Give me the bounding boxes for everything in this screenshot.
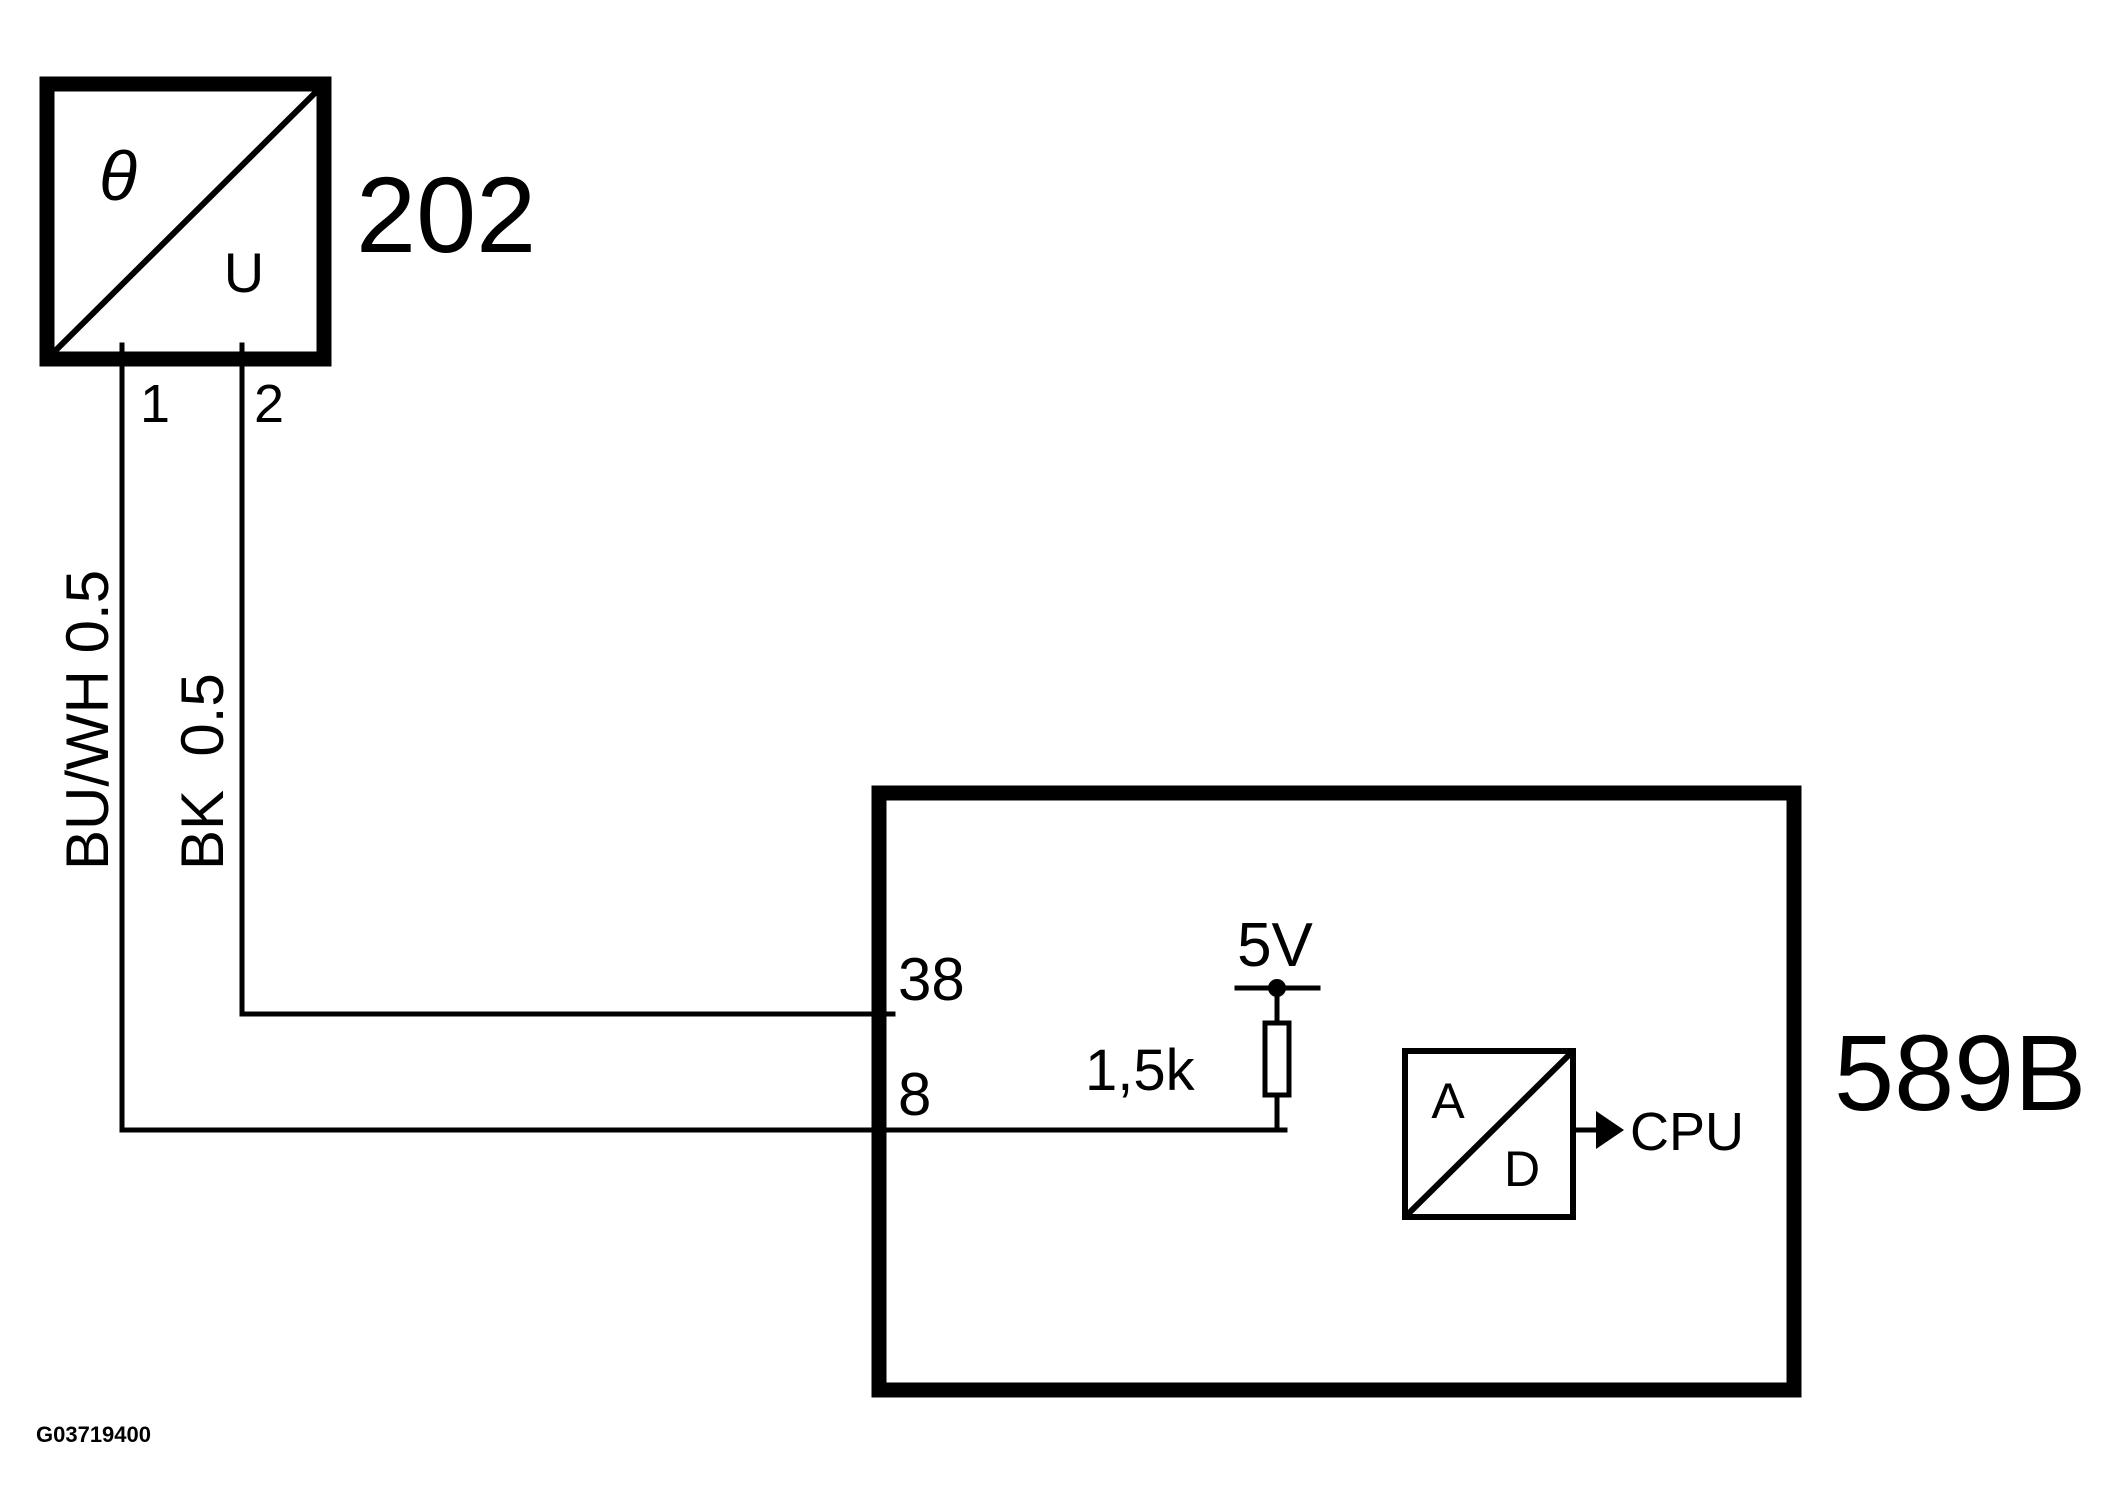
resistor-body [1262,1020,1292,1098]
ad-converter-box [1402,1048,1576,1220]
sensor-pin-1-label: 1 [140,374,170,434]
control-unit-box [871,785,1802,1398]
temperature-sensor-202: θ U 202 1 2 [39,76,536,434]
cpu-label: CPU [1630,1102,1744,1162]
arrow-right-icon [1596,1111,1624,1149]
control-unit-id-label: 589B [1834,1012,2086,1133]
wire-harness: BU/WH 0.5 BK 0.5 [54,342,1288,1133]
ad-converter-input-label: A [1431,1073,1465,1129]
sensor-input-symbol: θ [99,137,137,215]
wire-bu-wh-label: BU/WH 0.5 [54,570,121,870]
sensor-output-symbol: U [224,241,264,304]
resistor-value-label: 1,5k [1085,1038,1196,1103]
ad-converter-output-label: D [1504,1141,1540,1197]
pin-38-label: 38 [898,946,965,1013]
control-unit-589b: 38 8 5V 1,5k A D CPU 589B [871,785,2086,1398]
sensor-pin-2-label: 2 [254,374,284,434]
sensor-id-label: 202 [356,154,536,275]
sensor-diagonal [44,81,327,362]
figure-code: G03719400 [36,1422,151,1447]
supply-voltage-label: 5V [1237,911,1313,980]
wire-bk-label: BK 0.5 [169,673,236,870]
ad-converter-diagonal [1402,1048,1576,1220]
pin-8-label: 8 [898,1061,931,1128]
wire-bk [239,342,896,1017]
wire-bu-wh [119,342,1288,1133]
sensor-box [39,76,332,367]
